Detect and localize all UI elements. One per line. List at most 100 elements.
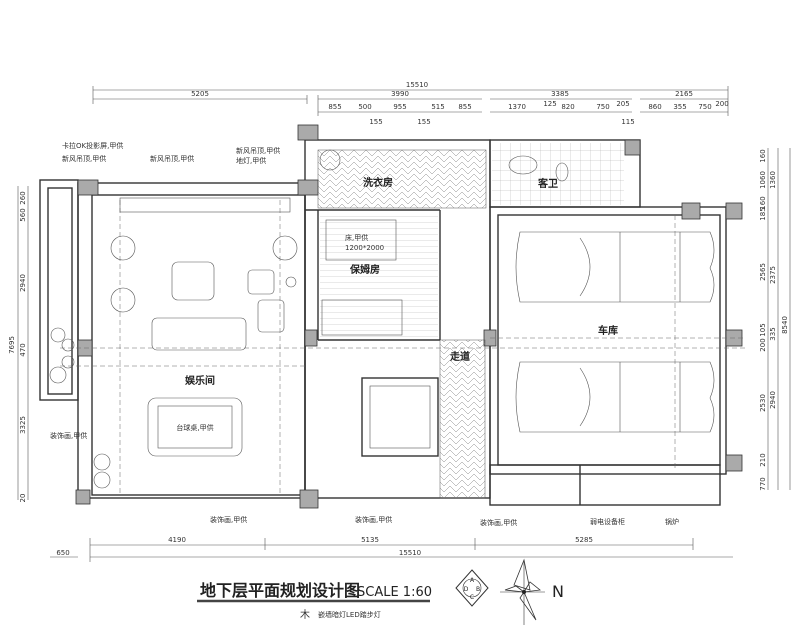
dim-right: 770	[759, 477, 767, 490]
dim-right-mid: 1360	[769, 171, 777, 189]
dim-right: 160	[759, 149, 767, 162]
dim-right: 185	[759, 207, 767, 220]
nanny-floor	[320, 212, 438, 338]
room-entertainment: 娱乐间	[185, 374, 215, 387]
drawing-scale: SCALE 1:60	[357, 585, 432, 600]
bath-floor-tile	[492, 143, 624, 205]
bottom-dimensions	[50, 538, 733, 562]
room-garage: 车库	[598, 324, 618, 337]
entertainment-furniture	[93, 197, 298, 489]
left-dimensions	[17, 186, 29, 500]
led-step-light-icon: 木	[300, 609, 310, 621]
dim: 820	[561, 103, 574, 111]
dim: 750	[596, 103, 609, 111]
dim-top-1: 5205	[191, 90, 209, 98]
dim: 860	[648, 103, 661, 111]
note-top-left-2: 新风吊顶,甲供	[62, 154, 106, 163]
dim: 200	[715, 100, 728, 108]
laundry-floor	[317, 149, 487, 209]
stair-inner	[369, 385, 431, 449]
toilet	[555, 162, 569, 182]
wardrobe	[321, 299, 403, 336]
dim-bottom-total: 15510	[399, 549, 421, 557]
dim: 155	[369, 118, 382, 126]
letter: B	[476, 586, 480, 593]
wash-basin	[508, 155, 538, 175]
bed-size-label: 1200*2000	[345, 244, 384, 252]
dim: 125	[543, 100, 556, 108]
note-top-mid: 新风吊顶,甲供	[150, 154, 194, 163]
note-weak-cabinet: 弱电设备柜	[590, 517, 625, 526]
room-guest-bath: 客卫	[537, 177, 558, 190]
dim-top-total: 15510	[406, 81, 428, 89]
cars	[515, 231, 715, 433]
dim-left: 3325	[19, 416, 27, 434]
dim-left: 2940	[19, 274, 27, 292]
pool-table-label: 台球桌,甲供	[176, 423, 213, 432]
dim-left-total: 7695	[8, 336, 16, 354]
dim: 515	[431, 103, 444, 111]
corridor-floor	[439, 339, 486, 499]
note-deco-3: 装饰画,甲供	[480, 518, 517, 527]
letter: A	[470, 577, 475, 584]
dim: 955	[393, 103, 406, 111]
note-deco-2: 装饰画,甲供	[355, 515, 392, 524]
axis-lines	[60, 200, 745, 495]
dim-right: 210	[759, 453, 767, 466]
dim-right: 160	[759, 196, 767, 209]
note-boiler: 锅炉	[665, 517, 679, 526]
dim-left: 260	[19, 191, 27, 204]
dim-bottom-left: 650	[56, 549, 69, 557]
dim: 750	[698, 103, 711, 111]
note-deco-1: 装饰画,甲供	[210, 515, 247, 524]
note-top-right-1: 新风吊顶,甲供	[236, 146, 280, 155]
dim: 855	[328, 103, 341, 111]
dim-top-3: 3385	[551, 90, 569, 98]
dim-right: 105	[759, 323, 767, 336]
legend-text: 嵌墙暗灯LED踏步灯	[318, 610, 381, 619]
room-laundry: 洗衣房	[363, 176, 393, 189]
dim-top-2: 3990	[391, 90, 409, 98]
dim-right-mid: 2940	[769, 391, 777, 409]
dim-top-4: 2165	[675, 90, 693, 98]
bed-label: 床,甲供	[345, 233, 368, 242]
dim: 355	[673, 103, 686, 111]
dim: 115	[621, 118, 634, 126]
note-deco-left: 装饰画,甲供	[50, 431, 87, 440]
top-sub-dimensions: 855 500 955 515 855 1370 125 820 750 205…	[328, 100, 728, 126]
abcd-symbol: A B C D	[455, 569, 489, 607]
dim-bottom-3: 5285	[575, 536, 593, 544]
dim-bottom-2: 5135	[361, 536, 379, 544]
letter: D	[464, 586, 469, 593]
note-top-right-2: 地灯,甲供	[236, 156, 266, 165]
nanny-bed	[325, 219, 397, 261]
stair-well	[361, 377, 439, 457]
dim: 500	[358, 103, 371, 111]
top-dimensions	[92, 86, 729, 116]
room-corridor: 走道	[449, 350, 470, 363]
letter: C	[470, 594, 474, 601]
right-dimensions	[767, 148, 791, 490]
dim-right: 2565	[759, 263, 767, 281]
note-top-left-1: 卡拉OK投影屏,甲供	[62, 141, 123, 150]
dim: 205	[616, 100, 629, 108]
dim-right-total: 8540	[781, 316, 789, 334]
room-nanny: 保姆房	[349, 263, 380, 276]
north-arrow-icon	[500, 558, 545, 625]
dim-left: 560	[19, 208, 27, 221]
dim-right-mid: 335	[769, 327, 777, 340]
north-label: N	[552, 582, 564, 601]
dim: 155	[417, 118, 430, 126]
washer	[319, 149, 341, 171]
dim: 1370	[508, 103, 526, 111]
dim-left: 20	[19, 494, 27, 503]
dim-bottom-1: 4190	[168, 536, 186, 544]
dim-right: 2530	[759, 394, 767, 412]
dim: 855	[458, 103, 471, 111]
dim-left: 470	[19, 343, 27, 356]
drawing-title: 地下层平面规划设计图	[200, 581, 360, 600]
balcony-plants	[49, 327, 75, 384]
dim-right: 200	[759, 338, 767, 351]
dim-right-mid: 2375	[769, 266, 777, 284]
